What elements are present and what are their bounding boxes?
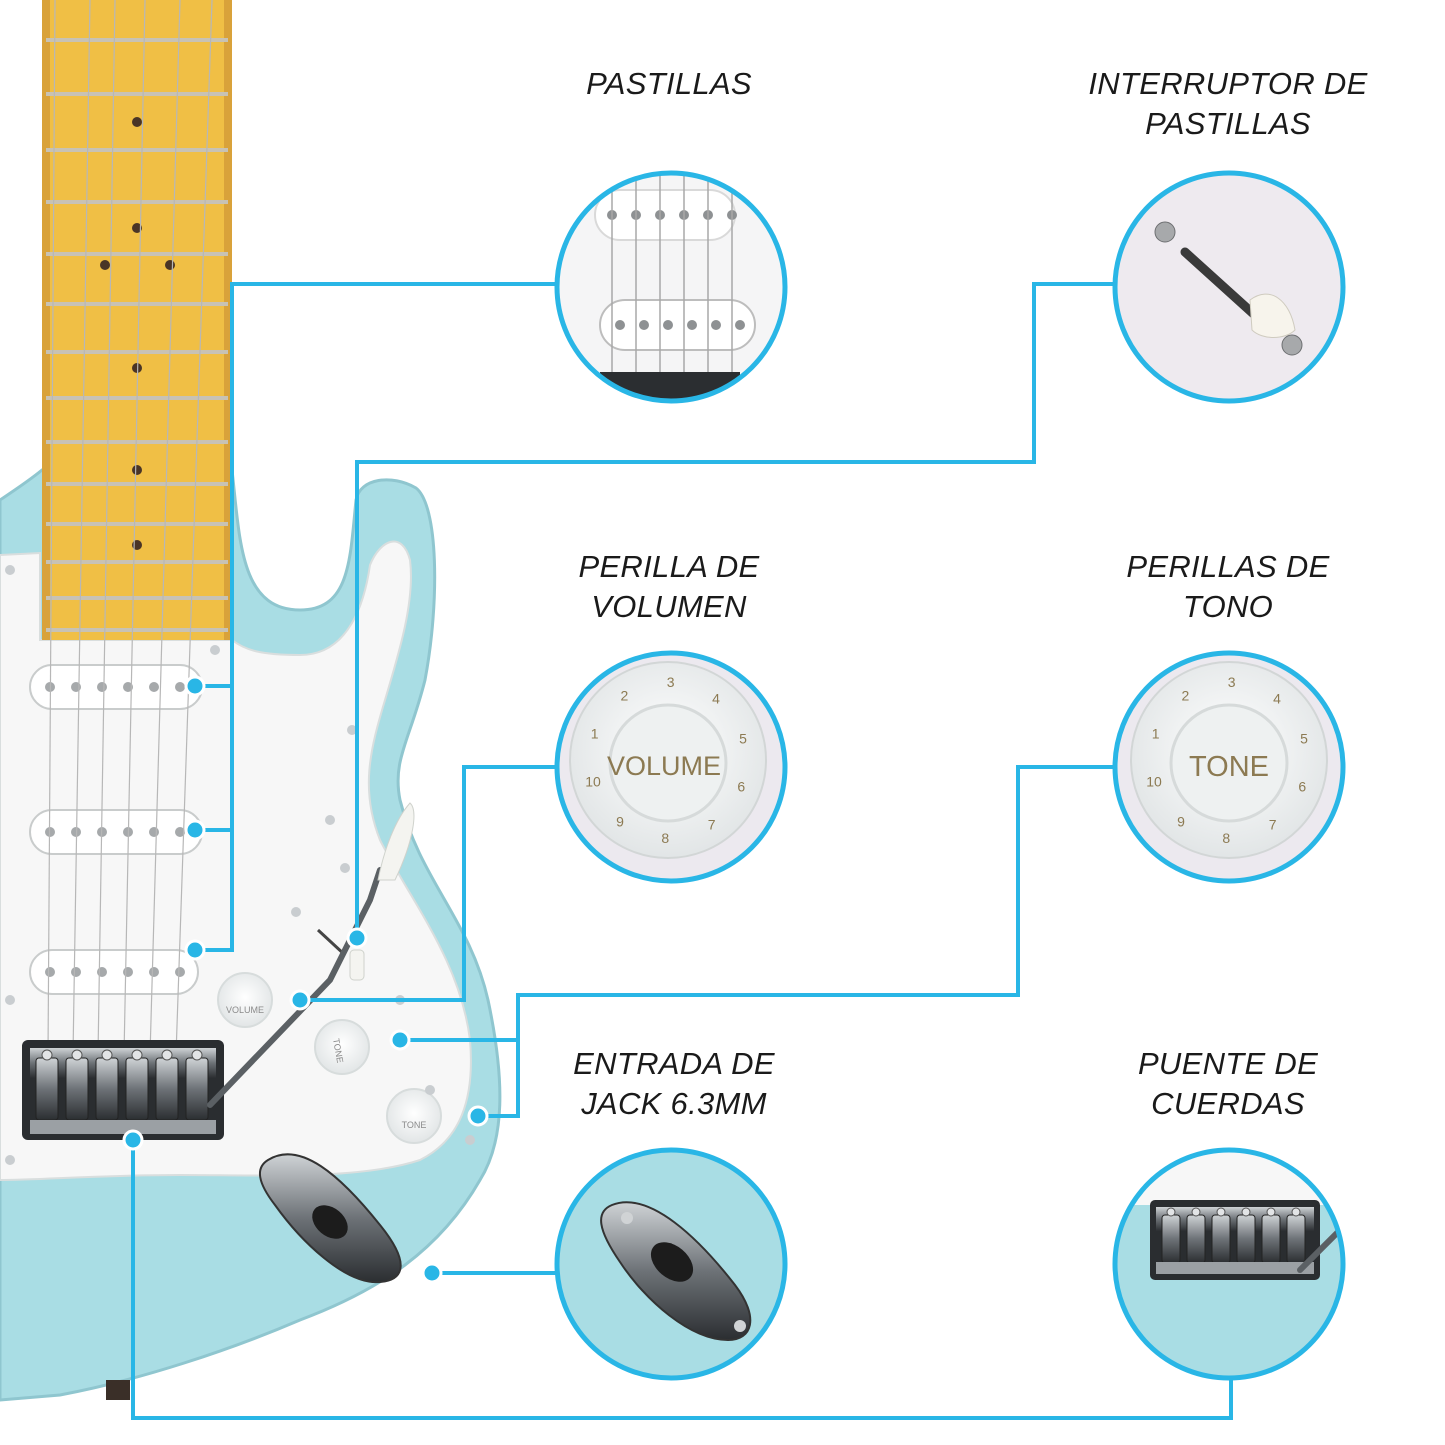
guitar-strings: [47, 0, 213, 1056]
svg-text:6: 6: [737, 779, 745, 795]
volume-knob-text: VOLUME: [607, 751, 721, 781]
svg-text:3: 3: [1228, 674, 1236, 690]
svg-text:2: 2: [1182, 687, 1190, 703]
label-line: ENTRADA DE: [573, 1046, 775, 1081]
bridge-closeup: [1112, 1147, 1346, 1381]
svg-text:3: 3: [667, 674, 675, 690]
label-line: JACK 6.3MM: [581, 1086, 767, 1121]
svg-text:5: 5: [1300, 731, 1308, 747]
guitar-strap-button: [106, 1380, 130, 1400]
svg-text:8: 8: [661, 830, 669, 846]
svg-text:1: 1: [1152, 725, 1160, 741]
label-line: PERILLA DE: [578, 549, 760, 584]
label-line: TONO: [1182, 589, 1274, 624]
label-line: PERILLAS DE: [1126, 549, 1330, 584]
svg-text:9: 9: [1177, 814, 1185, 830]
svg-text:4: 4: [1273, 691, 1281, 707]
label-line: INTERRUPTOR DE: [1088, 66, 1368, 101]
svg-text:1: 1: [591, 725, 599, 741]
tone-knob-text: TONE: [1189, 751, 1269, 783]
label-line: PASTILLAS: [1145, 106, 1311, 141]
svg-text:9: 9: [616, 814, 624, 830]
callout-label-volumen: PERILLA DE VOLUMEN: [509, 547, 829, 627]
guitar-neck: [42, 0, 232, 640]
callout-dots: [122, 675, 489, 1284]
svg-text:5: 5: [739, 731, 747, 747]
label-line: PUENTE DE: [1137, 1046, 1319, 1081]
svg-text:8: 8: [1222, 830, 1230, 846]
callout-label-tono: PERILLAS DE TONO: [1068, 547, 1388, 627]
guitar-bridge: [22, 1040, 224, 1140]
pickups-closeup: [554, 170, 788, 404]
label-line: PASTILLAS: [586, 66, 752, 101]
label-line: CUERDAS: [1151, 1086, 1305, 1121]
callout-label-pastillas: PASTILLAS: [509, 64, 829, 104]
label-line: VOLUMEN: [591, 589, 747, 624]
guitar-knobs: VOLUME TONE TONE: [217, 972, 442, 1144]
guitar-tone-knob-label-2: TONE: [402, 1120, 427, 1130]
selector-switch-closeup: [1112, 170, 1346, 404]
neck-frets: [46, 38, 228, 632]
jack-input-closeup: [554, 1147, 788, 1381]
guitar-volume-knob-label: VOLUME: [226, 1005, 264, 1015]
guitar-tone-knob-label-1: TONE: [331, 1038, 345, 1064]
svg-text:6: 6: [1298, 779, 1306, 795]
svg-text:2: 2: [621, 687, 629, 703]
guitar-pickups: [29, 664, 203, 995]
svg-text:10: 10: [1146, 774, 1162, 790]
callout-leaders: [131, 282, 1233, 1420]
tone-knob-closeup: TONE 1 2 3 4 5 6 7 8 9 10: [1112, 650, 1346, 884]
callout-label-puente: PUENTE DE CUERDAS: [1068, 1044, 1388, 1124]
svg-text:7: 7: [1269, 817, 1277, 833]
guitar-jack-plate: [259, 1153, 402, 1284]
svg-text:7: 7: [708, 817, 716, 833]
svg-text:10: 10: [585, 774, 601, 790]
callout-label-interruptor: INTERRUPTOR DE PASTILLAS: [1068, 64, 1388, 144]
svg-text:4: 4: [712, 691, 720, 707]
callout-label-jack: ENTRADA DE JACK 6.3MM: [514, 1044, 834, 1124]
guitar-selector-switch: [316, 928, 365, 981]
volume-knob-closeup: VOLUME 1 2 3 4 5 6 7 8 9 10: [554, 650, 788, 884]
